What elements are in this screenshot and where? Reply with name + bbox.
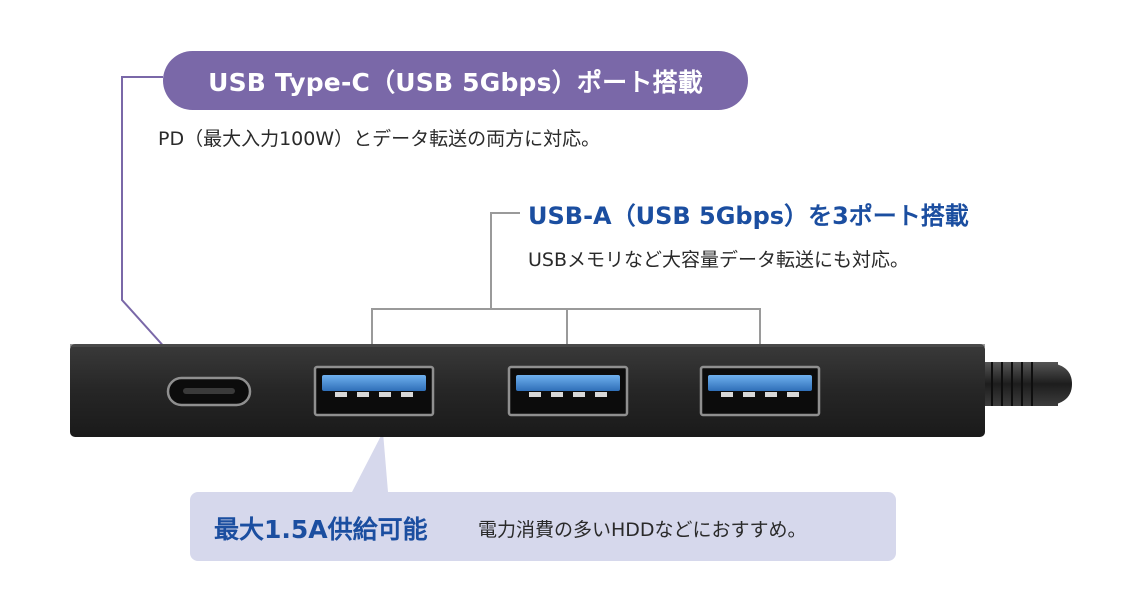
typec-description: PD（最大入力100W）とデータ転送の両方に対応。 [158,128,601,150]
typec-leader-line [121,76,186,371]
usba-title: USB-A（USB 5Gbps）を3ポート搭載 [528,202,969,230]
usba-port-3 [699,365,821,417]
typec-title: USB Type-C（USB 5Gbps）ポート搭載 [208,67,703,97]
usba-port-2 [507,365,629,417]
usba-description: USBメモリなど大容量データ転送にも対応。 [528,249,910,271]
usba-leader-line [490,212,520,309]
power-title: 最大1.5A供給可能 [214,515,428,544]
typec-title-pill: USB Type-C（USB 5Gbps）ポート搭載 [163,51,748,110]
usba-port-1 [313,365,435,417]
power-callout-box [190,492,896,561]
callout-pointer [352,432,388,492]
typec-port [166,376,252,407]
usb-cable [980,362,1072,406]
power-description: 電力消費の多いHDDなどにおすすめ。 [478,519,807,541]
